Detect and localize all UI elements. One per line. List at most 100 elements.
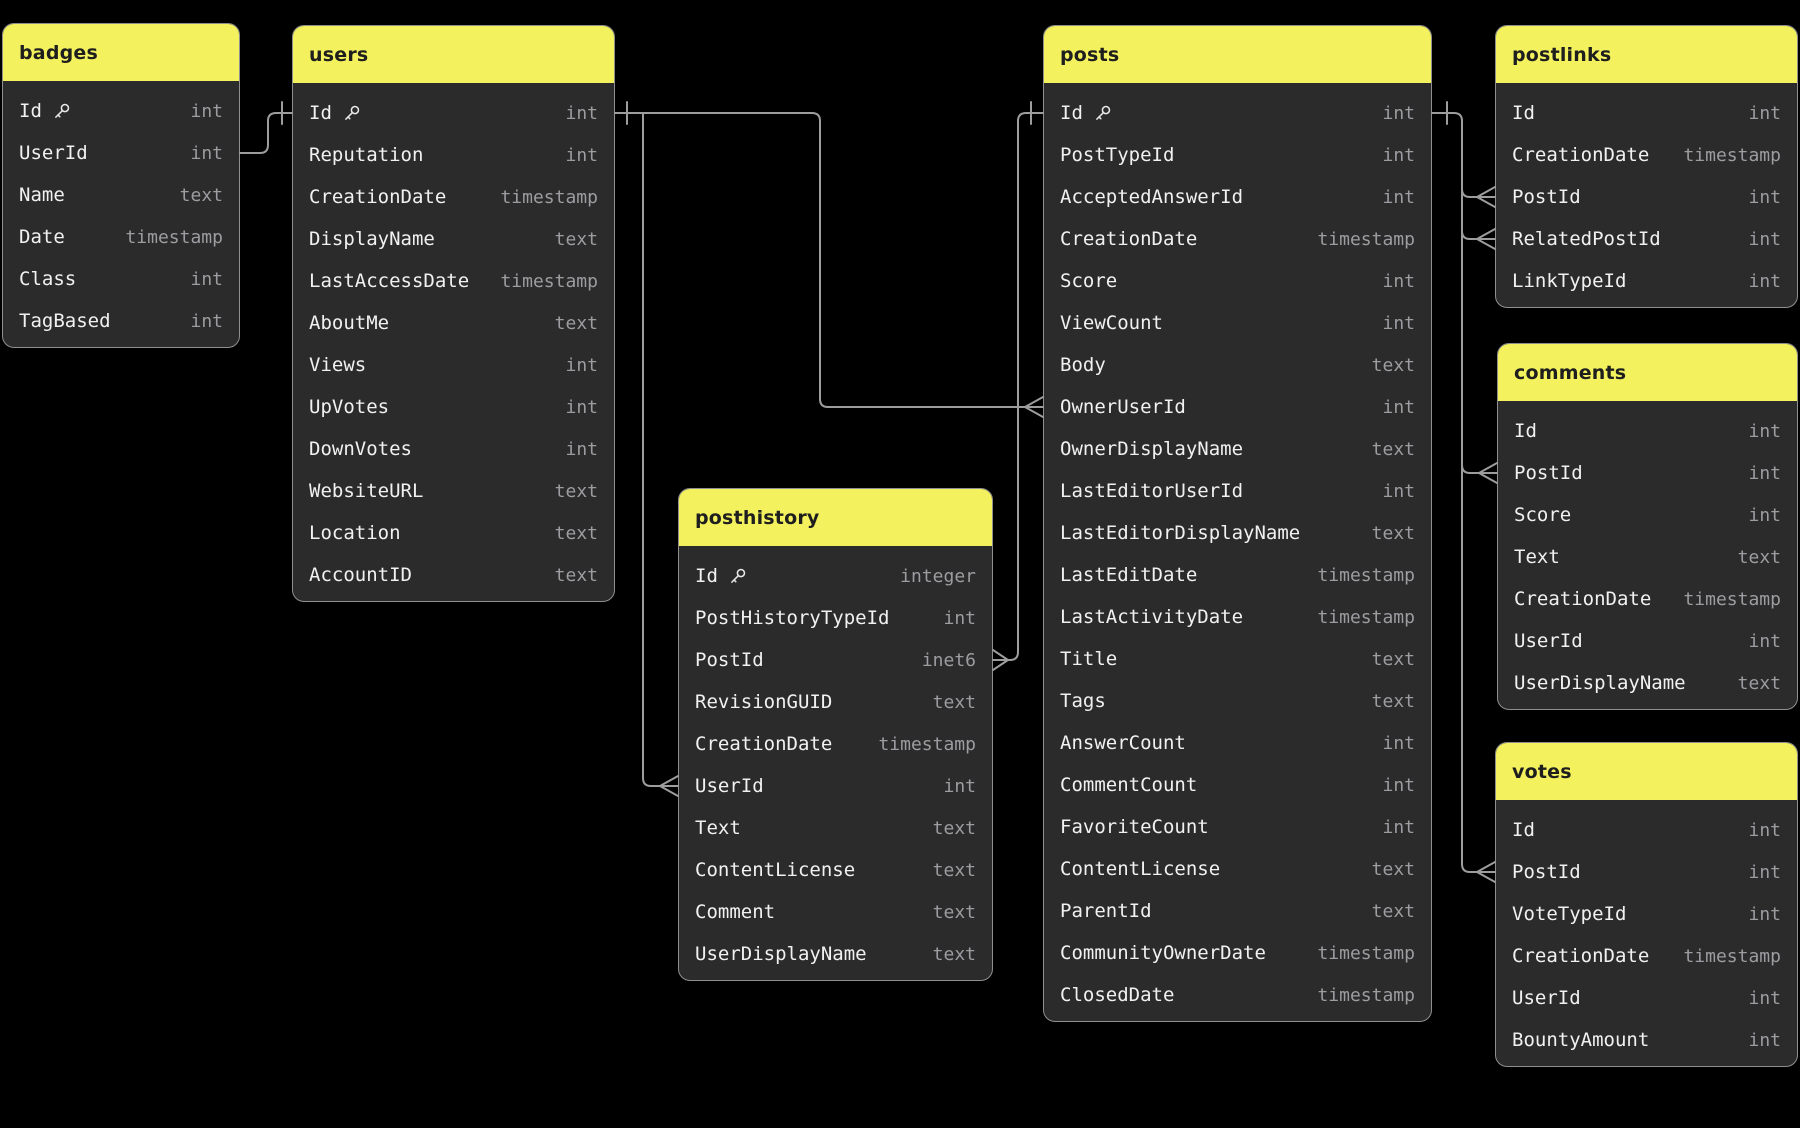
field-type: int	[1382, 816, 1415, 838]
table-header-comments[interactable]: comments	[1498, 344, 1797, 401]
field-type: int	[1382, 186, 1415, 208]
table-header-votes[interactable]: votes	[1496, 743, 1797, 800]
relationship-line	[614, 112, 1026, 408]
table-header-postlinks[interactable]: postlinks	[1496, 26, 1797, 83]
field-name: UserId	[695, 775, 764, 797]
field-name: PostId	[1512, 186, 1581, 208]
field-name: UpVotes	[309, 396, 390, 418]
cardinality-many-crowfoot-marker	[1478, 462, 1498, 484]
relationship-line	[642, 112, 661, 787]
field-type: int	[190, 142, 223, 164]
field-type: timestamp	[878, 733, 976, 755]
table-header-badges[interactable]: badges	[3, 24, 239, 81]
field-name: AccountID	[309, 564, 412, 586]
field-name: RevisionGUID	[695, 691, 833, 713]
table-header-posthistory[interactable]: posthistory	[679, 489, 992, 546]
field-name: UserDisplayName	[695, 943, 867, 965]
field-name: Score	[1514, 504, 1572, 526]
cardinality-many-crowfoot-marker	[1476, 186, 1496, 208]
field-type: timestamp	[1317, 606, 1415, 628]
field-name: CreationDate	[1060, 228, 1198, 250]
table-header-posts[interactable]: posts	[1044, 26, 1431, 83]
table-header-users[interactable]: users	[293, 26, 614, 83]
